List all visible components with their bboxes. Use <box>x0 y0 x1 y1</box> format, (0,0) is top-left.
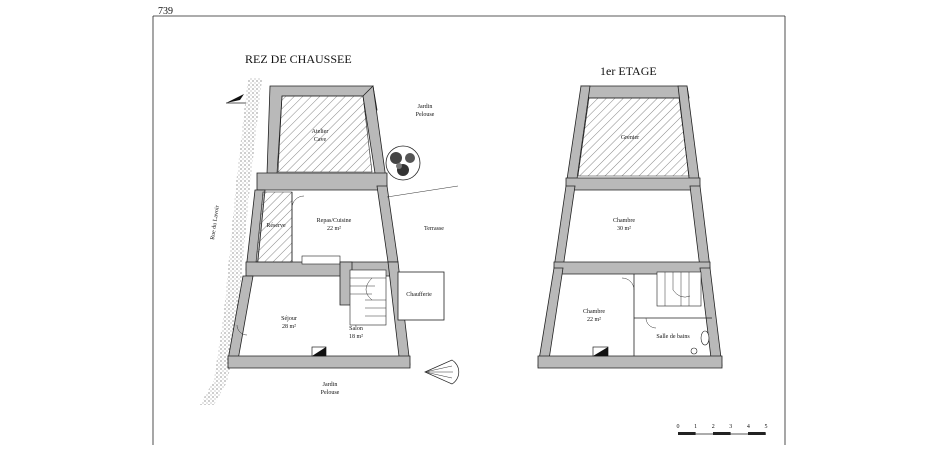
jardin-top-label: Jardin <box>418 104 433 110</box>
ground-staircase <box>339 261 387 326</box>
scale-tick-2: 2 <box>712 424 715 430</box>
sejour-area: 28 m² <box>282 324 296 330</box>
ground-stair-top <box>301 255 341 265</box>
reserve-label: Réserve <box>266 223 286 229</box>
chambre1-label: Chambre <box>613 218 635 224</box>
grenier-label: Grenier <box>621 135 639 141</box>
chambre2-door-icon <box>621 277 635 291</box>
jardin-top-label-2: Pelouse <box>416 112 435 118</box>
chambre2-label: Chambre <box>583 309 605 315</box>
chambre1-area: 30 m² <box>617 226 631 232</box>
atelier-hatch <box>277 95 373 173</box>
scale-bar <box>678 432 766 435</box>
street-strip <box>200 78 262 405</box>
washbasin-icon <box>700 330 710 346</box>
atelier-label: Atelier <box>312 129 329 135</box>
chaufferie-label: Chaufferie <box>406 291 432 298</box>
jardin-bottom-label: Jardin <box>323 382 338 388</box>
sheet-number: 739 <box>158 6 173 17</box>
jardin-bottom-label-2: Pelouse <box>321 390 340 396</box>
sdb-door-icon <box>645 317 657 329</box>
grenier-hatch <box>577 97 690 177</box>
sdb-label: Salle de bains <box>656 334 690 340</box>
street-label: Rue du Lavoir <box>210 205 221 240</box>
chaufferie-annex <box>397 271 445 321</box>
north-arrow-icon <box>226 94 246 104</box>
first-staircase <box>656 271 702 307</box>
repas-label: Repas/Cuisine <box>317 218 352 224</box>
scale-tick-4: 4 <box>747 424 750 430</box>
tree-icon <box>385 145 421 181</box>
scale-tick-3: 3 <box>729 424 732 430</box>
reserve-door-icon <box>291 195 305 209</box>
salon-area: 18 m² <box>349 334 363 340</box>
first-floor-title: 1er ETAGE <box>600 64 657 78</box>
sejour-door-icon <box>236 324 248 336</box>
fan-symbol-icon <box>424 359 460 385</box>
scale-tick-0: 0 <box>677 424 680 430</box>
scale-tick-5: 5 <box>765 424 768 430</box>
sejour-label: Séjour <box>281 316 297 322</box>
repas-area: 22 m² <box>327 226 341 232</box>
chambre2-area: 22 m² <box>587 317 601 323</box>
salon-label: Salon <box>349 326 363 332</box>
scale-ticks: 0 1 2 3 4 5 <box>677 424 768 430</box>
terrace-edge <box>386 185 459 198</box>
atelier-label-2: Cave <box>314 137 327 143</box>
terrasse-label: Terrasse <box>424 226 444 232</box>
scale-tick-1: 1 <box>694 424 697 430</box>
toilet-icon <box>690 347 698 355</box>
first-floor-walls <box>537 85 723 369</box>
ground-floor-title: REZ DE CHAUSSEE <box>245 52 352 66</box>
